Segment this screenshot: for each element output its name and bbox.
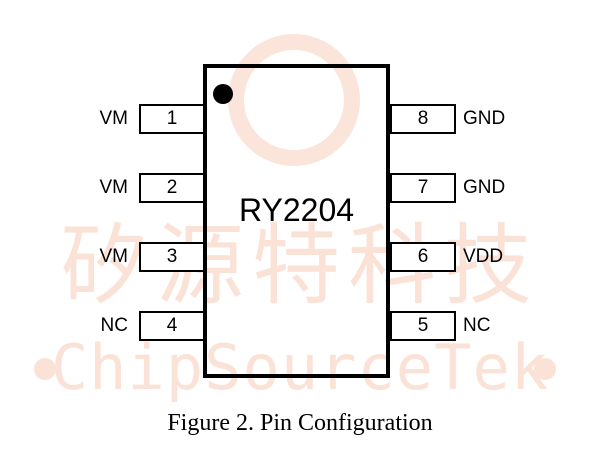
pin-5-number: 5 [417, 315, 429, 336]
pin-7: 7 [390, 173, 456, 203]
pin-8: 8 [390, 104, 456, 134]
pin-3: 3 [139, 242, 205, 272]
pin-2-number: 2 [166, 177, 178, 198]
pin-4-label: NC [100, 315, 128, 336]
pin-7-label: GND [463, 177, 506, 198]
figure-caption: Figure 2. Pin Configuration [167, 410, 433, 436]
pin-6-label: VDD [463, 246, 504, 267]
pin-1-number: 1 [166, 108, 178, 129]
pin-6-number: 6 [417, 246, 429, 267]
pin1-indicator-dot [213, 84, 233, 104]
pin-4: 4 [139, 311, 205, 341]
ic-package-body [203, 64, 390, 378]
pin-8-label: GND [463, 108, 506, 129]
pin-4-number: 4 [166, 315, 178, 336]
pin-5-label: NC [463, 315, 491, 336]
pin-6: 6 [390, 242, 456, 272]
pin-2-label: VM [99, 177, 129, 198]
pin-3-number: 3 [166, 246, 178, 267]
pin-1: 1 [139, 104, 205, 134]
watermark-english-text: ChipSourceTek [50, 331, 550, 404]
pin-8-number: 8 [417, 108, 429, 129]
part-number: RY2204 [238, 192, 355, 228]
pin-7-number: 7 [417, 177, 429, 198]
pin-5: 5 [390, 311, 456, 341]
watermark-dot-left [34, 358, 56, 380]
watermark-dot-right [534, 358, 556, 380]
pin-3-label: VM [99, 246, 129, 267]
pin-2: 2 [139, 173, 205, 203]
pin-1-label: VM [99, 108, 129, 129]
